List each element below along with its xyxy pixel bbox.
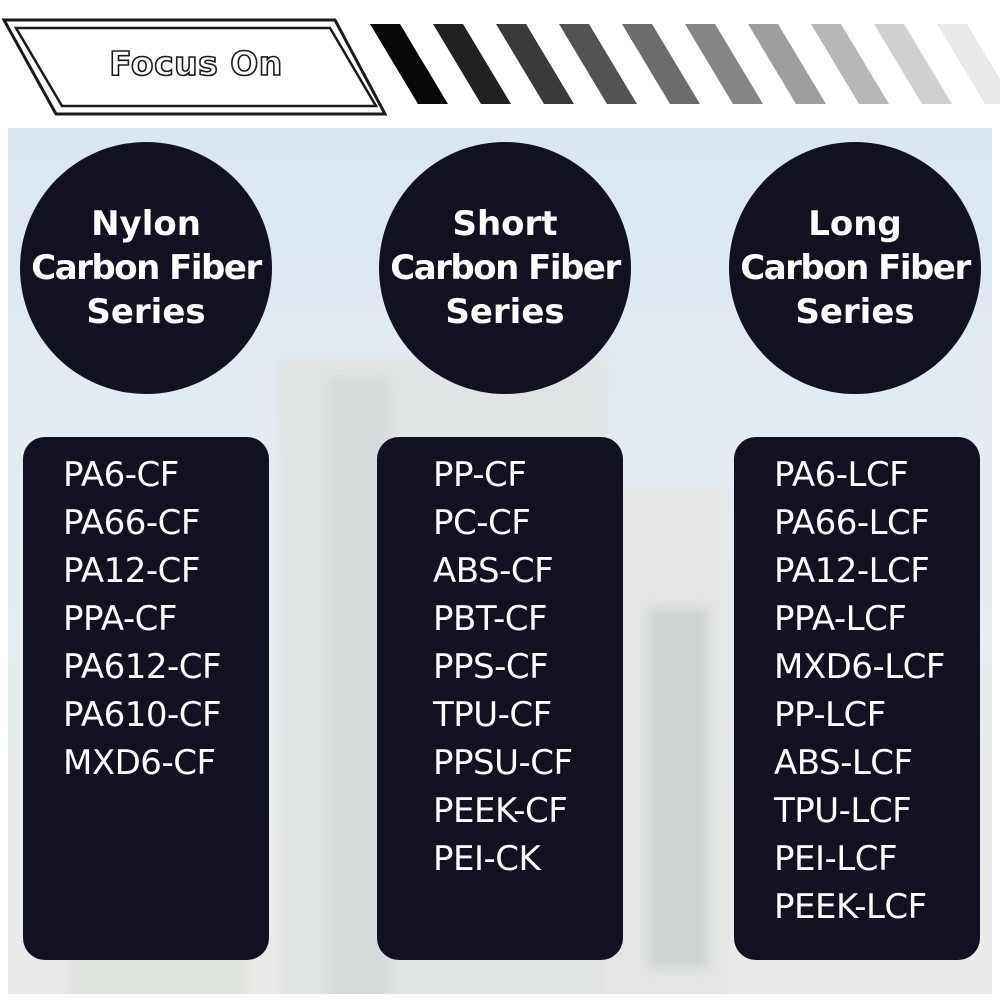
list-item: MXD6-LCF bbox=[774, 647, 945, 687]
list-item: PEI-CK bbox=[433, 839, 541, 879]
series-title-line: Long bbox=[808, 204, 902, 244]
list-item: PPA-LCF bbox=[774, 599, 907, 639]
series-title-line: Series bbox=[86, 292, 206, 332]
list-item: PA612-CF bbox=[63, 647, 222, 687]
series-panel-long: PA6-LCF PA66-LCF PA12-LCF PPA-LCF MXD6-L… bbox=[734, 437, 980, 960]
banner-stripe bbox=[748, 24, 826, 104]
series-title-line: Series bbox=[445, 292, 565, 332]
list-item: PA6-CF bbox=[63, 455, 179, 495]
banner-stripe bbox=[685, 24, 763, 104]
list-item: TPU-LCF bbox=[774, 791, 912, 831]
gradient-stripes bbox=[370, 24, 1000, 104]
material-list: PA6-LCF PA66-LCF PA12-LCF PPA-LCF MXD6-L… bbox=[774, 451, 980, 931]
banner-graphic bbox=[1, 18, 1000, 116]
series-panel-short: PP-CF PC-CF ABS-CF PBT-CF PPS-CF TPU-CF … bbox=[377, 437, 623, 960]
banner-stripe bbox=[937, 24, 1000, 104]
banner-stripe bbox=[811, 24, 889, 104]
banner-stripe bbox=[496, 24, 574, 104]
series-title-line: Short bbox=[452, 204, 558, 244]
banner-stripe bbox=[370, 24, 448, 104]
series-circle-nylon: Nylon Carbon Fiber Series bbox=[20, 142, 272, 394]
banner-title: Focus On bbox=[108, 43, 283, 84]
list-item: PPSU-CF bbox=[433, 743, 573, 783]
list-item: PA12-LCF bbox=[774, 551, 930, 591]
list-item: PA66-CF bbox=[63, 503, 200, 543]
list-item: PEEK-CF bbox=[433, 791, 568, 831]
series-title-line: Series bbox=[795, 292, 915, 332]
list-item: PP-CF bbox=[433, 455, 527, 495]
list-item: ABS-CF bbox=[433, 551, 554, 591]
banner-stripe bbox=[433, 24, 511, 104]
series-title-line: Carbon Fiber bbox=[740, 248, 971, 288]
list-item: PPS-CF bbox=[433, 647, 549, 687]
list-item: PA6-LCF bbox=[774, 455, 909, 495]
list-item: PEI-LCF bbox=[774, 839, 898, 879]
material-list: PP-CF PC-CF ABS-CF PBT-CF PPS-CF TPU-CF … bbox=[433, 451, 623, 883]
list-item: PA12-CF bbox=[63, 551, 200, 591]
series-circle-long: Long Carbon Fiber Series bbox=[729, 142, 981, 394]
list-item: PA610-CF bbox=[63, 695, 222, 735]
series-title-line: Carbon Fiber bbox=[31, 248, 262, 288]
banner-stripe bbox=[559, 24, 637, 104]
series-panel-nylon: PA6-CF PA66-CF PA12-CF PPA-CF PA612-CF P… bbox=[23, 437, 269, 960]
list-item: PBT-CF bbox=[433, 599, 548, 639]
header-banner: Focus On bbox=[0, 0, 1000, 120]
series-title-line: Nylon bbox=[91, 204, 201, 244]
list-item: PC-CF bbox=[433, 503, 531, 543]
list-item: PA66-LCF bbox=[774, 503, 930, 543]
material-list: PA6-CF PA66-CF PA12-CF PPA-CF PA612-CF P… bbox=[63, 451, 269, 787]
list-item: ABS-LCF bbox=[774, 743, 913, 783]
series-circle-short: Short Carbon Fiber Series bbox=[379, 142, 631, 394]
list-item: PP-LCF bbox=[774, 695, 886, 735]
list-item: PEEK-LCF bbox=[774, 887, 927, 927]
list-item: MXD6-CF bbox=[63, 743, 216, 783]
banner-stripe bbox=[622, 24, 700, 104]
banner-stripe bbox=[874, 24, 952, 104]
series-title-line: Carbon Fiber bbox=[390, 248, 621, 288]
list-item: TPU-CF bbox=[433, 695, 552, 735]
list-item: PPA-CF bbox=[63, 599, 177, 639]
